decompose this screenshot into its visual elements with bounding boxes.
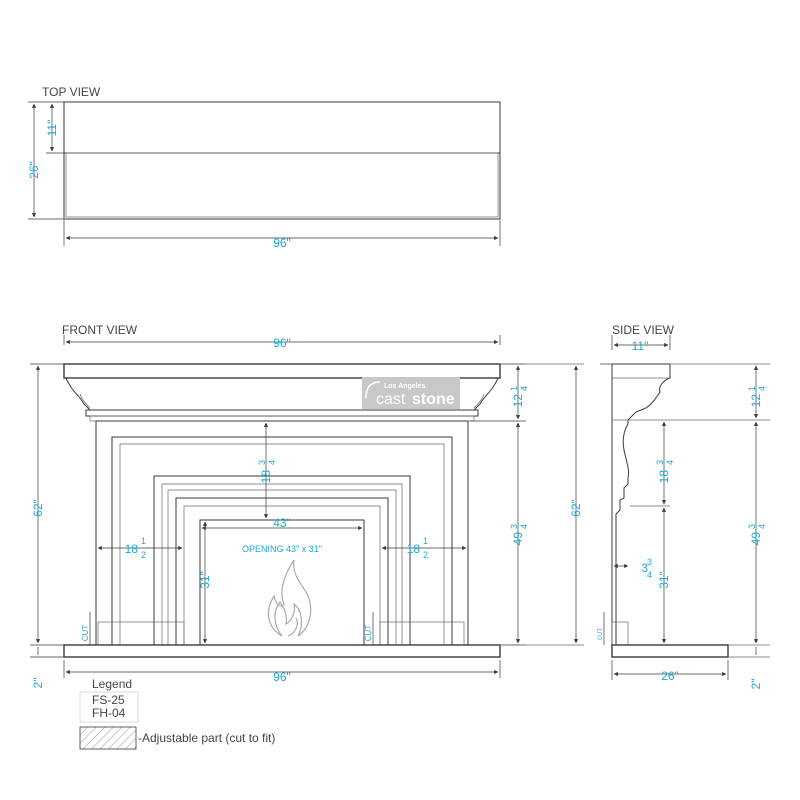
svg-text:1: 1	[141, 536, 146, 546]
right-leg-width-dim: 18 1 2	[407, 536, 428, 560]
svg-text:49: 49	[511, 532, 525, 546]
hatch-swatch	[79, 726, 137, 750]
side-view: SIDE VIEW 11" 3 3 4 18 3 4 31"	[598, 323, 770, 689]
top-view-title: TOP VIEW	[42, 85, 101, 99]
front-view: FRONT VIEW 96"	[30, 323, 584, 688]
side-view-title: SIDE VIEW	[612, 323, 675, 337]
side-cut-label: CUT	[598, 628, 604, 641]
legend-model-2: FH-04	[92, 706, 126, 720]
svg-text:2: 2	[141, 550, 146, 560]
top-depth-dim: 26"	[27, 161, 41, 179]
legend-title: Legend	[92, 677, 132, 691]
svg-text:4: 4	[519, 524, 529, 529]
svg-text:18: 18	[259, 470, 273, 484]
svg-text:3: 3	[257, 460, 267, 465]
left-leg-width-dim: 18 1 2	[125, 536, 146, 560]
svg-text:1: 1	[747, 386, 757, 391]
side-leg-height-dim: 49 3 4	[747, 524, 767, 545]
legend-adjustable: -Adjustable part (cut to fit)	[138, 731, 275, 745]
over-opening-dim: 18 3 4	[257, 460, 277, 483]
svg-text:4: 4	[665, 460, 675, 465]
front-crown-dim: 12 1 4	[509, 386, 529, 407]
front-view-title: FRONT VIEW	[62, 323, 138, 337]
brand-logo: Los Angeles cast stone	[362, 377, 460, 409]
svg-text:4: 4	[267, 460, 277, 465]
svg-text:4: 4	[647, 570, 652, 580]
svg-text:1: 1	[509, 386, 519, 391]
side-hearth-depth-dim: 26"	[661, 669, 679, 683]
side-over-dim: 18 3 4	[655, 460, 675, 483]
svg-text:12: 12	[511, 394, 525, 408]
front-leg-height-dim: 49 3 4	[509, 524, 529, 545]
svg-text:49: 49	[749, 532, 763, 546]
svg-text:cast: cast	[376, 391, 406, 408]
flame-icon	[267, 559, 312, 637]
svg-text:18: 18	[657, 470, 671, 484]
opening-width-dim: 43"	[273, 516, 291, 530]
cut-label-left: CUT	[81, 625, 90, 642]
front-height-dim: 62"	[31, 499, 45, 517]
svg-text:4: 4	[519, 386, 529, 391]
svg-text:3: 3	[509, 524, 519, 529]
svg-text:4: 4	[757, 524, 767, 529]
svg-text:3: 3	[641, 561, 648, 575]
front-hearth-width-dim: 96"	[273, 670, 291, 684]
svg-text:3: 3	[655, 460, 665, 465]
top-shelf-dim: 11"	[45, 120, 59, 137]
front-hearth-thickness-dim: 2"	[31, 678, 45, 689]
svg-text:1: 1	[423, 536, 428, 546]
side-hearth-thickness-dim: 2"	[749, 679, 763, 690]
svg-text:18: 18	[407, 542, 421, 556]
svg-text:3: 3	[647, 557, 652, 567]
svg-text:12: 12	[749, 394, 763, 408]
svg-text:4: 4	[757, 386, 767, 391]
svg-text:18: 18	[125, 542, 139, 556]
svg-text:2: 2	[423, 550, 428, 560]
side-opening-dim: 31"	[657, 571, 671, 589]
side-crown-dim: 12 1 4	[747, 386, 767, 407]
legend: Legend FS-25 FH-04 -Adjustable part (cut…	[79, 677, 275, 750]
top-view: TOP VIEW 26" 11" 96"	[27, 85, 501, 250]
front-height-dim-right: 62"	[569, 499, 583, 517]
side-inset-dim: 3 3 4	[641, 557, 652, 580]
svg-text:stone: stone	[412, 391, 455, 408]
top-width-dim: 96"	[273, 236, 291, 250]
opening-height-dim: 31"	[198, 571, 212, 589]
svg-text:3: 3	[747, 524, 757, 529]
opening-note: OPENING 43" x 31"	[242, 544, 322, 554]
front-shelf-width-dim: 96"	[273, 336, 291, 350]
cut-label-right: CUT	[364, 625, 373, 642]
legend-model-1: FS-25	[92, 693, 125, 707]
svg-text:Los Angeles: Los Angeles	[384, 383, 425, 390]
side-depth-dim: 11"	[632, 339, 649, 353]
